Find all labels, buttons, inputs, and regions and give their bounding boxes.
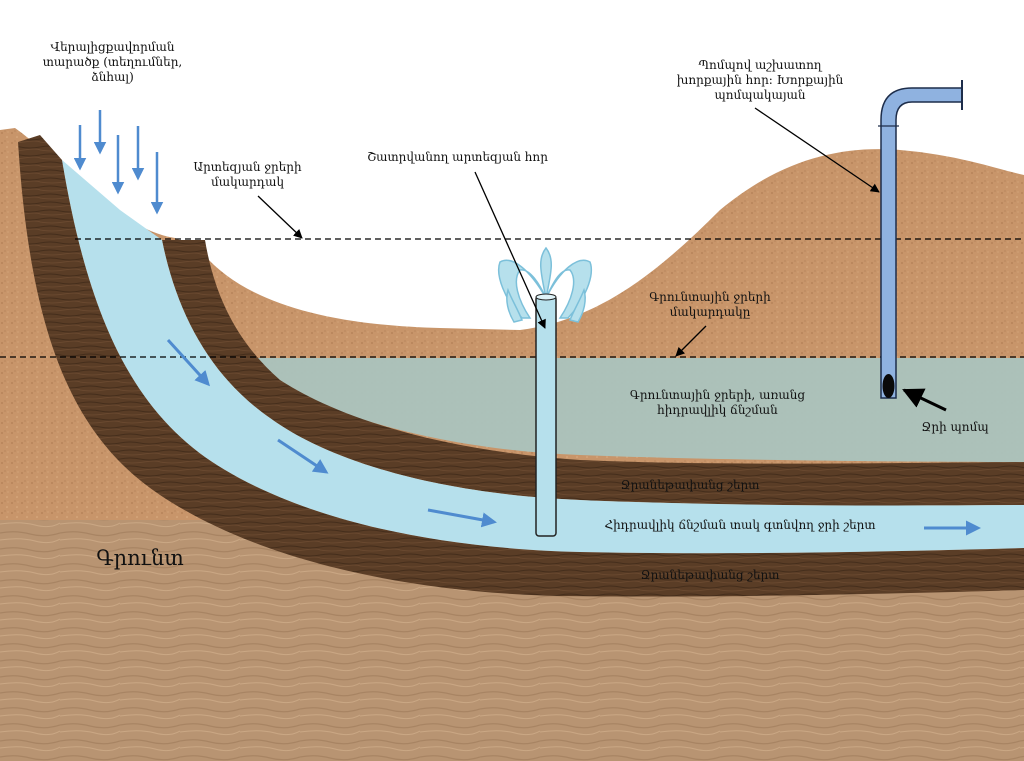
upper-impermeable-layer	[162, 240, 1024, 506]
recharge-area-label: Վերալիցքավորման տարածք (տեղումներ, ձնհալ…	[42, 40, 183, 84]
groundwater-level-label: Գրունտային ջրերի մակարդակը	[649, 290, 771, 319]
pumped-well-label: Պոմպով աշխատող խորքային հոր: Խորքային պո…	[676, 58, 844, 102]
water-pump-label: Ջրի պոմպ	[921, 420, 989, 434]
leader-lines	[257, 107, 880, 357]
artesian-water-level-label: Արտեզյան ջրերի մակարդակ	[193, 160, 302, 189]
unconfined-groundwater-label: Գրունտային ջրերի, առանց հիդրավլիկ ճնշման	[629, 388, 806, 417]
lower-impermeable-layer-label: Ջրանեթափանց շերտ	[640, 568, 780, 582]
flow-arrows	[166, 338, 981, 536]
pumped-well-pipe	[878, 80, 963, 399]
bedrock-soil	[0, 400, 1024, 761]
pump-intake	[882, 374, 895, 398]
pump-pointer	[902, 388, 947, 412]
flow-arrow-icon	[427, 508, 497, 528]
flowing-artesian-well-label: Շատրվանող արտեզյան հոր	[367, 150, 548, 164]
flow-arrow-icon	[166, 338, 211, 387]
confined-aquifer-label: Հիդրավլիկ ճնշման տակ գտնվող ջրի շերտ	[604, 518, 876, 532]
flow-arrow-icon	[277, 438, 329, 474]
upper-impermeable-layer-label: Ջրանեթափանց շերտ	[620, 478, 760, 492]
rain-arrows	[73, 110, 164, 215]
water-fountain-icon	[498, 246, 592, 323]
soil-label: Գրունտ	[96, 546, 184, 570]
artesian-well-pipe	[535, 295, 557, 537]
unconfined-groundwater-zone	[235, 358, 1024, 462]
